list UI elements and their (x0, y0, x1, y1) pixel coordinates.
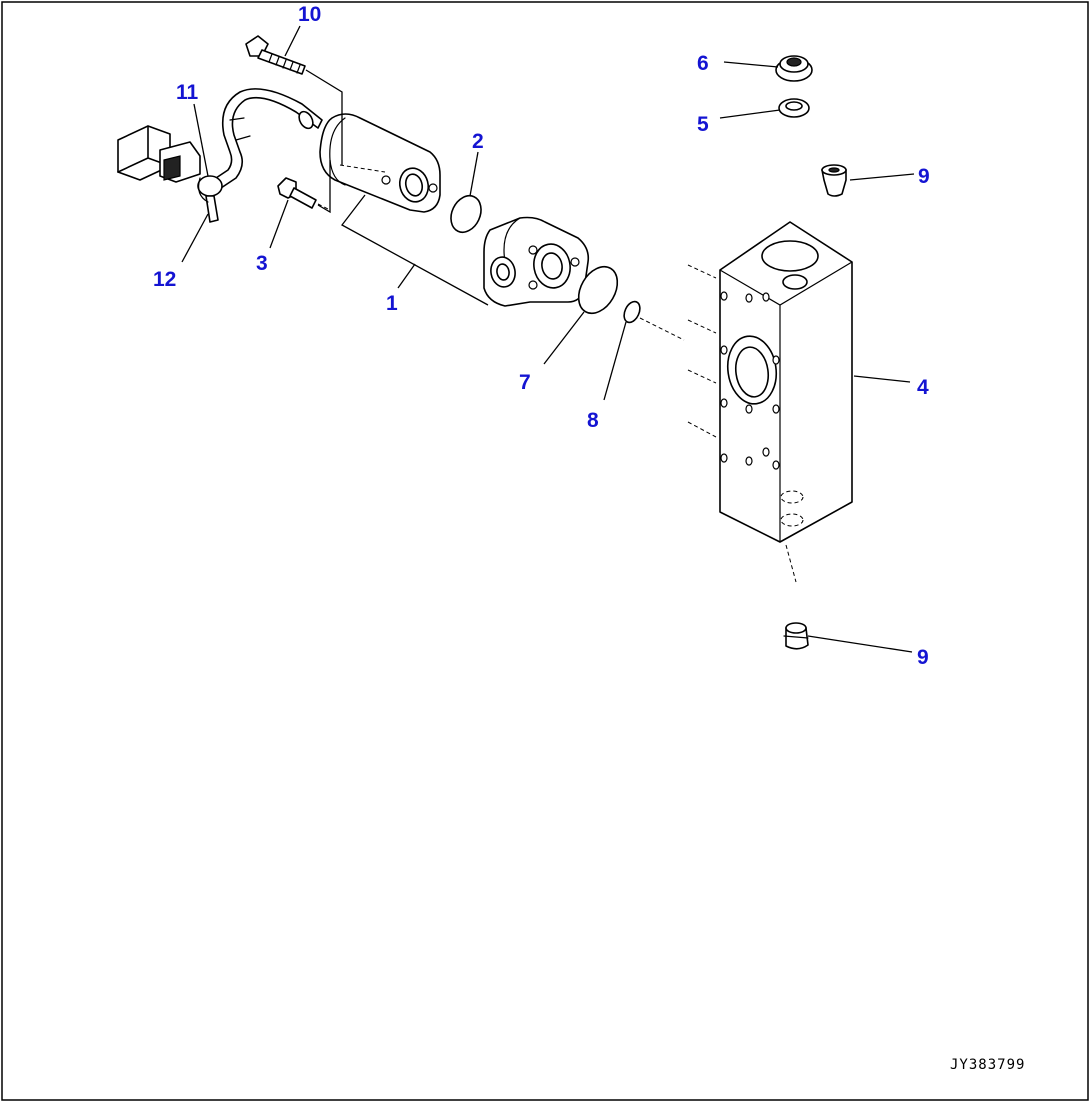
leader-7 (543, 311, 585, 365)
part-4-valve-block (687, 221, 853, 583)
part-10-bolt (245, 35, 306, 75)
leader-8 (603, 321, 627, 401)
leader-4 (853, 375, 911, 383)
callout-1: 1 (386, 292, 398, 315)
leader-2 (469, 151, 479, 197)
leader-3 (269, 199, 289, 249)
callout-12: 12 (153, 268, 176, 291)
leader-9b (807, 635, 913, 653)
part-9-fitting-upper (821, 164, 847, 197)
leader-6 (723, 61, 779, 68)
part-12-connector (117, 125, 223, 223)
part-6-plug (775, 55, 813, 82)
part-3-bolt (277, 177, 331, 211)
part-9-fitting-lower (783, 622, 809, 650)
callout-5: 5 (697, 113, 709, 136)
part-1-bracket (341, 194, 489, 306)
leader-9a (849, 173, 915, 181)
callout-9-upper: 9 (918, 165, 930, 188)
part-7-o-ring (577, 265, 619, 315)
callout-9-lower: 9 (917, 646, 929, 669)
callout-7: 7 (519, 371, 531, 394)
bolt-10-guide-line (305, 69, 343, 165)
drawing-code: JY383799 (950, 1057, 1025, 1073)
callout-6: 6 (697, 52, 709, 75)
callout-8: 8 (587, 409, 599, 432)
callout-4: 4 (917, 376, 929, 399)
callout-10: 10 (298, 3, 321, 26)
callout-3: 3 (256, 252, 268, 275)
leader-lines (181, 25, 915, 653)
leader-1 (397, 263, 416, 289)
part-11-cable (209, 88, 323, 191)
part-8-o-ring (623, 300, 685, 341)
leader-5 (719, 109, 781, 119)
part-1-solenoid-coil (319, 113, 441, 213)
leader-12 (181, 213, 209, 263)
part-1-valve-body (483, 216, 590, 307)
part-2-o-ring (450, 194, 482, 234)
callout-2: 2 (472, 130, 484, 153)
callout-11: 11 (176, 81, 199, 104)
leader-11 (193, 103, 209, 177)
bolt-3-guide-line (317, 160, 331, 214)
leader-10 (284, 25, 301, 57)
part-5-washer (778, 98, 810, 118)
